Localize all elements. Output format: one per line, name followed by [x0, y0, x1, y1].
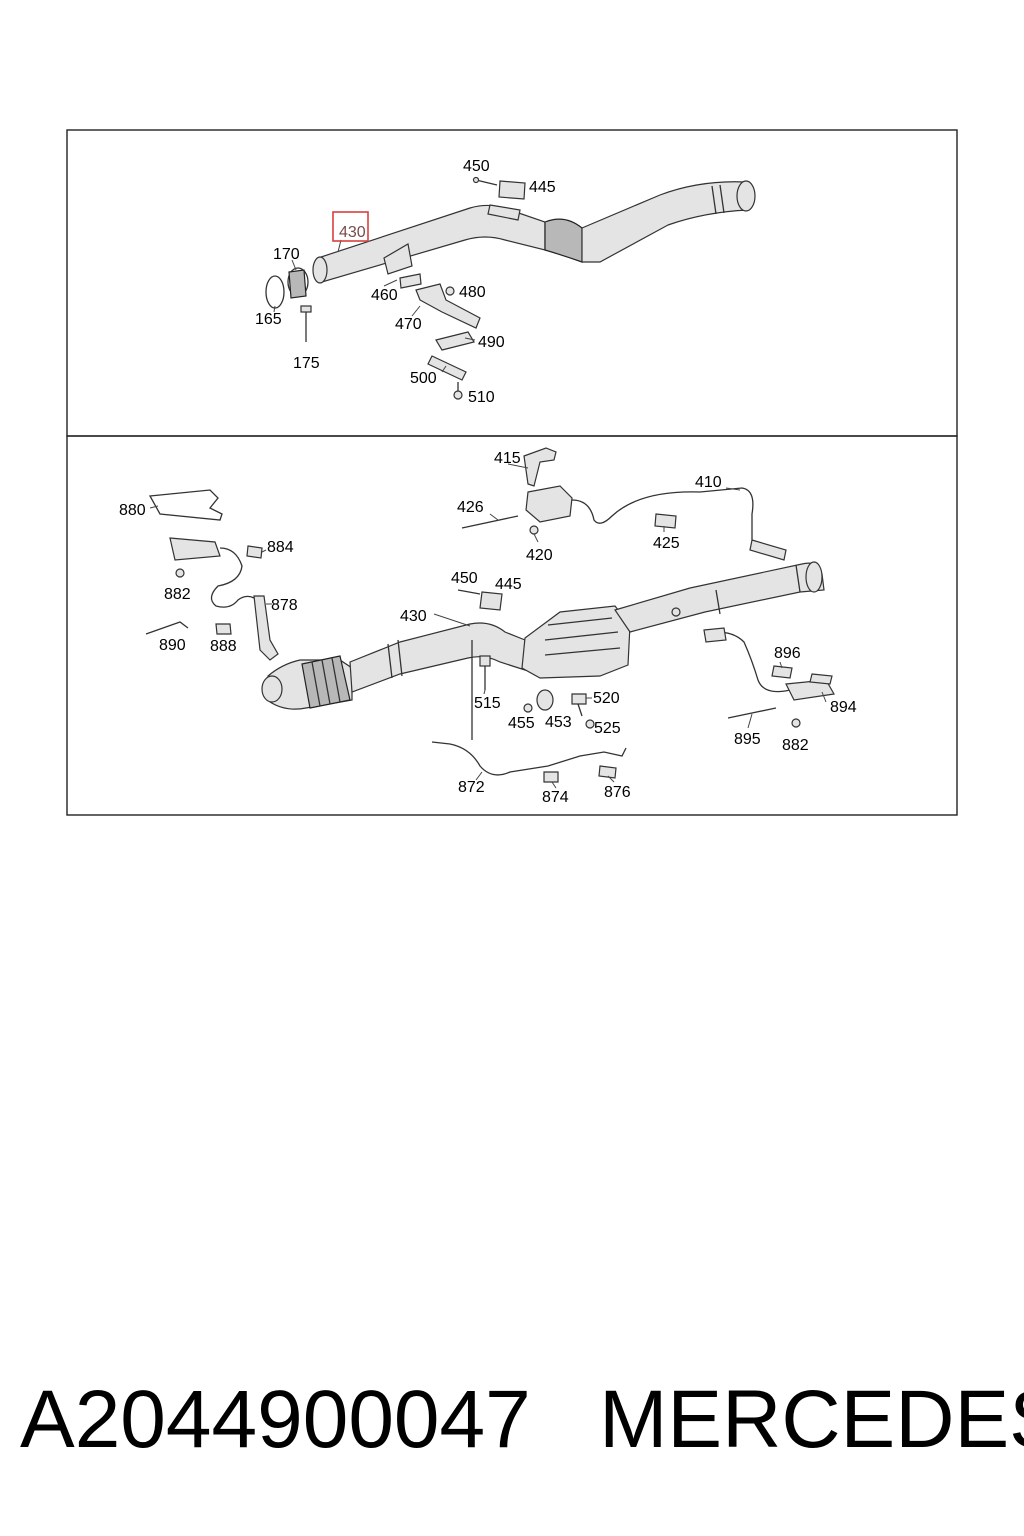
callout-label: 882: [164, 586, 191, 603]
callout-label: 480: [459, 284, 486, 301]
callout-label: 425: [653, 535, 680, 552]
lower-exhaust-assembly: [261, 561, 825, 710]
callout-label: 525: [594, 720, 621, 737]
upper-panel-frame: [66, 129, 958, 437]
callout-label: 884: [267, 539, 294, 556]
callout-label: 515: [474, 695, 501, 712]
callout-label: 470: [395, 316, 422, 333]
callout-label-highlighted: 430: [339, 224, 366, 241]
callout-label: 445: [529, 179, 556, 196]
callout-label: 453: [545, 714, 572, 731]
lower-leader-lines: [149, 463, 827, 789]
callout-label: 415: [494, 450, 521, 467]
callout-label: 170: [273, 246, 300, 263]
callout-label: 876: [604, 784, 631, 801]
callout-label: 450: [463, 158, 490, 175]
callout-label: 882: [782, 737, 809, 754]
callout-label: 165: [255, 311, 282, 328]
callout-label: 510: [468, 389, 495, 406]
callout-label: 896: [774, 645, 801, 662]
callout-label: 894: [830, 699, 857, 716]
callout-label: 895: [734, 731, 761, 748]
callout-label: 490: [478, 334, 505, 351]
callout-label: 420: [526, 547, 553, 564]
highlight-box: [332, 211, 369, 242]
upper-hardware: [265, 176, 526, 400]
callout-label: 455: [508, 715, 535, 732]
callout-label: 520: [593, 690, 620, 707]
callout-label: 430: [400, 608, 427, 625]
upper-exhaust-pipe: [312, 180, 756, 284]
callout-label: 500: [410, 370, 437, 387]
lower-sensors-and-harness: [145, 447, 835, 783]
callout-label: 426: [457, 499, 484, 516]
part-caption: A2044900047 MERCEDES: [20, 1370, 1024, 1470]
callout-label: 450: [451, 570, 478, 587]
upper-leader-lines: [273, 239, 476, 373]
callout-label: 878: [271, 597, 298, 614]
callout-label: 175: [293, 355, 320, 372]
callout-label: 874: [542, 789, 569, 806]
callout-label: 410: [695, 474, 722, 491]
callout-label: 888: [210, 638, 237, 655]
callout-label: 890: [159, 637, 186, 654]
callout-label: 872: [458, 779, 485, 796]
callout-label: 460: [371, 287, 398, 304]
callout-label: 445: [495, 576, 522, 593]
part-number: A2044900047: [20, 1374, 531, 1465]
brand-name: MERCEDES: [599, 1374, 1024, 1465]
callout-label: 880: [119, 502, 146, 519]
lower-panel-frame: [66, 435, 958, 816]
